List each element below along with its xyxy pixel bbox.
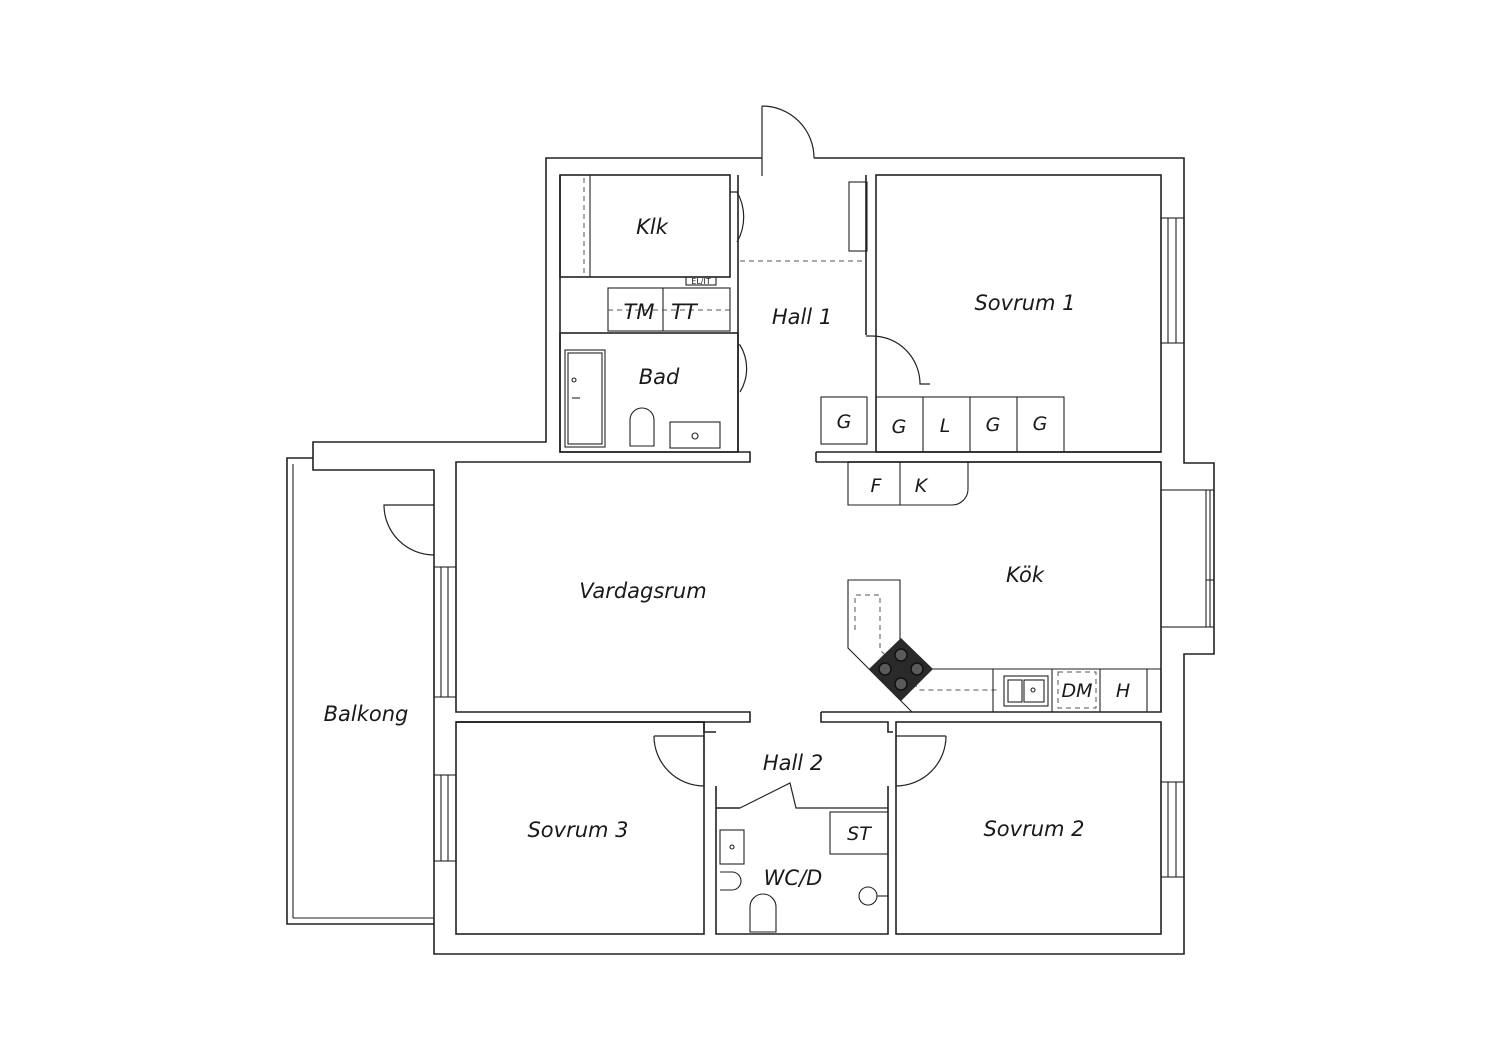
room-sovrum-3: Sovrum 3: [433, 721, 705, 935]
dryer-label: TT: [671, 300, 699, 324]
storage-label-st: ST: [847, 823, 872, 845]
room-bad: Bad: [559, 332, 748, 453]
stove-icon: [869, 638, 933, 701]
fridge-label: K: [915, 475, 929, 497]
entrance-door: [761, 105, 815, 176]
room-klk: Klk: [559, 174, 745, 278]
room-label-sovrum-1: Sovrum 1: [974, 291, 1075, 315]
room-hall-1: Hall 1: [737, 175, 930, 452]
room-label-balkong: Balkong: [324, 702, 409, 726]
room-label-klk: Klk: [636, 215, 669, 239]
room-label-hall-1: Hall 1: [772, 305, 832, 329]
room-label-bad: Bad: [639, 365, 680, 389]
laundry-area: TM TT EL/IT: [607, 276, 731, 332]
cabinet-label: H: [1116, 680, 1130, 702]
room-label-hall-2: Hall 2: [763, 751, 823, 775]
wardrobe-label: G: [986, 414, 1001, 436]
room-label-sovrum-2: Sovrum 2: [983, 817, 1084, 841]
freezer-label: F: [871, 475, 883, 497]
room-label-sovrum-3: Sovrum 3: [527, 818, 628, 842]
room-vardagsrum: Vardagsrum: [383, 470, 751, 723]
linen-closet-label: L: [940, 415, 951, 437]
wardrobe-label: G: [892, 416, 907, 438]
wardrobe-label: G: [1033, 413, 1048, 435]
room-label-wc-d: WC/D: [764, 866, 823, 890]
wardrobe-label: G: [837, 411, 852, 433]
washing-machine-label: TM: [624, 300, 655, 324]
dishwasher-label: DM: [1061, 680, 1092, 702]
wardrobes: G G L G G: [815, 396, 1161, 463]
room-kok: F K DM H Kök: [821, 461, 1215, 713]
room-label-vardagsrum: Vardagsrum: [579, 579, 706, 603]
sink-icon: [1003, 675, 1049, 707]
room-balkong: Balkong: [286, 457, 434, 925]
room-sovrum-1: Sovrum 1: [875, 174, 1185, 453]
room-wc-d: ST WC/D: [715, 782, 889, 935]
room-hall-2: Hall 2: [456, 712, 947, 787]
room-label-kok: Kök: [1006, 563, 1045, 587]
electrical-panel-label: EL/IT: [691, 277, 711, 286]
room-sovrum-2: Sovrum 2: [895, 721, 1185, 935]
